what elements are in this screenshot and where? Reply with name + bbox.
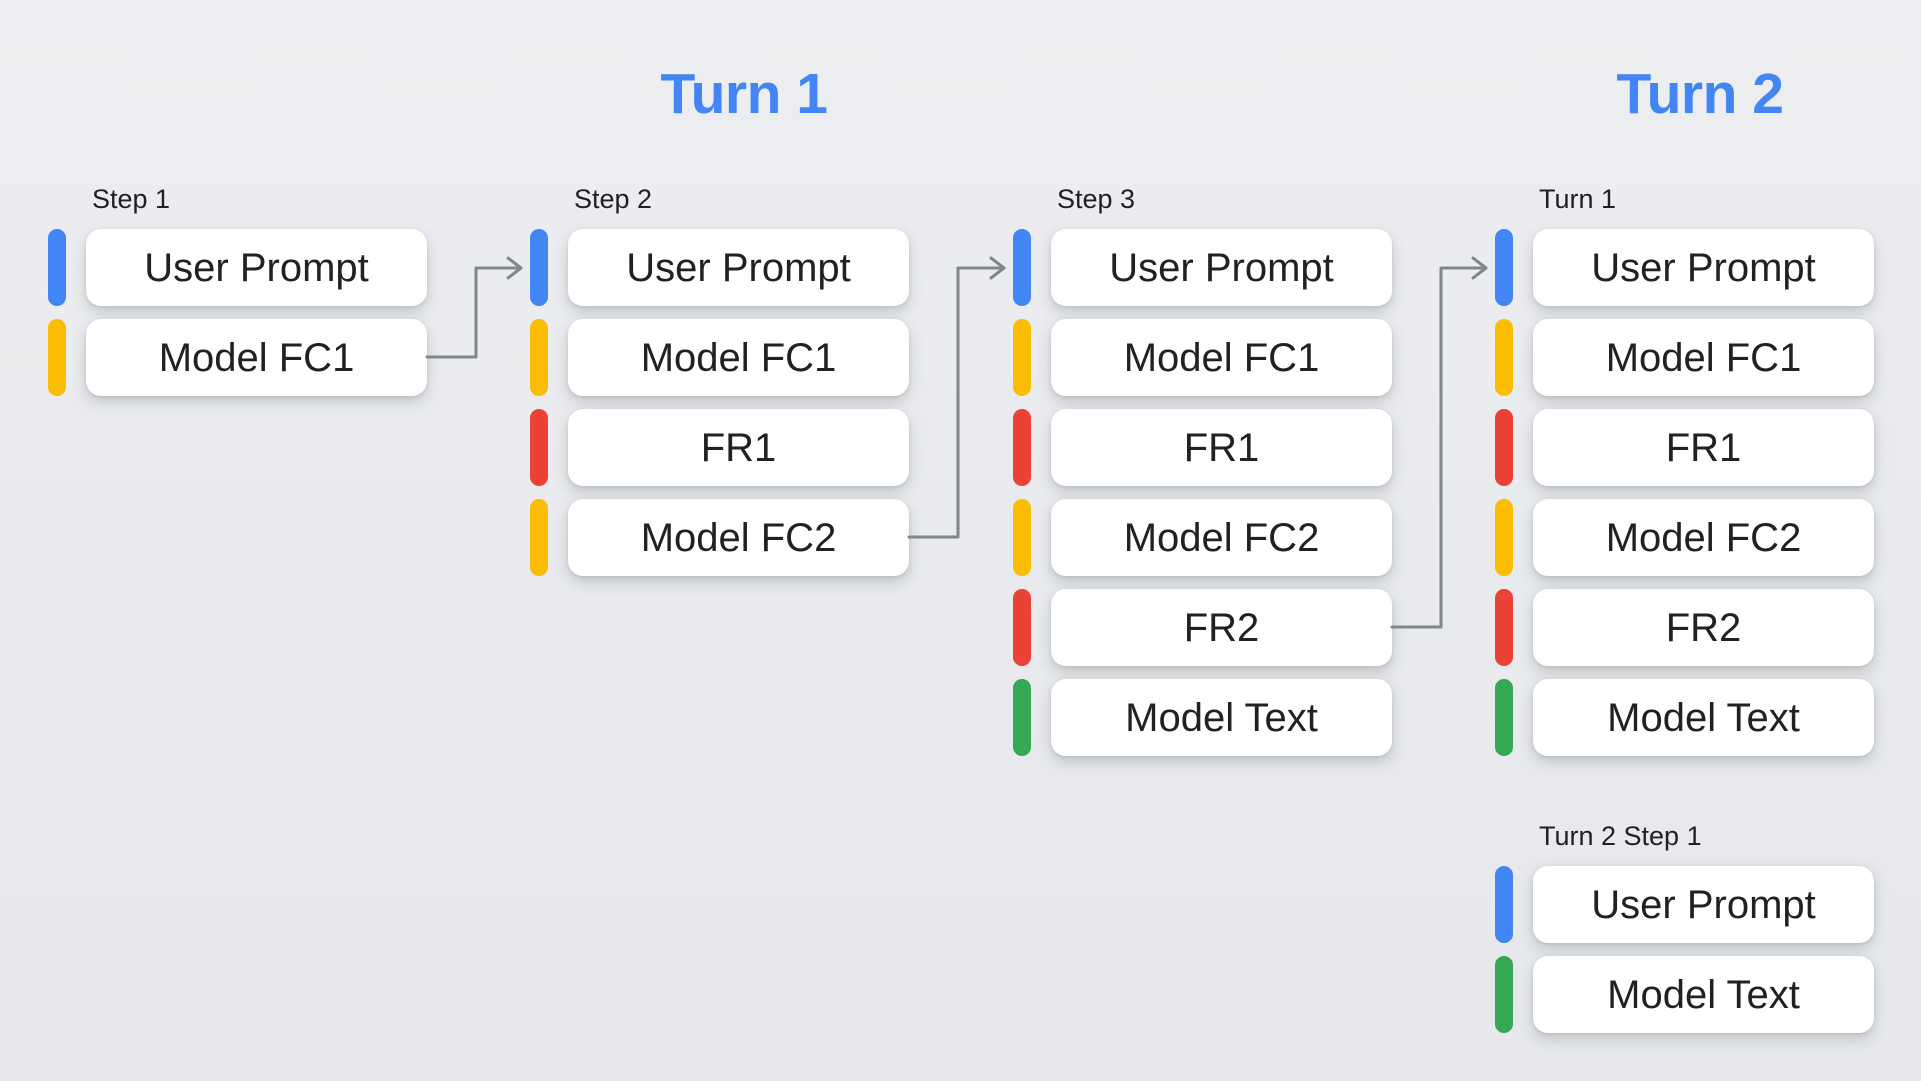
column-label: Step 2	[574, 184, 653, 214]
box-model-text: Model Text	[1051, 679, 1392, 756]
model-fc-bar	[1013, 319, 1031, 396]
model-fc-bar	[530, 499, 548, 576]
arrow-step3-to-turn1	[1390, 256, 1488, 629]
model-fc-bar	[530, 319, 548, 396]
column-turn-1-context: Turn 1 User Prompt Model FC1 FR1 Model F…	[1495, 186, 1874, 769]
user-prompt-bar	[1013, 229, 1031, 306]
box-model-fc1: Model FC1	[568, 319, 909, 396]
user-prompt-bar	[1495, 866, 1513, 943]
model-fc-bar	[1495, 499, 1513, 576]
diagram-row: User Prompt	[1013, 229, 1392, 306]
user-prompt-bar	[1495, 229, 1513, 306]
function-response-bar	[1013, 589, 1031, 666]
box-model-text: Model Text	[1533, 679, 1874, 756]
column-label: Step 1	[92, 184, 171, 214]
column-label: Step 3	[1057, 184, 1136, 214]
function-response-bar	[1013, 409, 1031, 486]
box-fr1: FR1	[1051, 409, 1392, 486]
diagram-row: User Prompt	[1495, 866, 1874, 943]
box-model-fc2: Model FC2	[1533, 499, 1874, 576]
diagram-row: Model Text	[1013, 679, 1392, 756]
user-prompt-bar	[48, 229, 66, 306]
box-user-prompt: User Prompt	[1051, 229, 1392, 306]
arrow-step2-to-step3	[907, 256, 1006, 539]
box-fr2: FR2	[1533, 589, 1874, 666]
box-user-prompt: User Prompt	[568, 229, 909, 306]
box-model-fc1: Model FC1	[86, 319, 427, 396]
model-text-bar	[1495, 679, 1513, 756]
box-model-fc1: Model FC1	[1051, 319, 1392, 396]
function-response-bar	[1495, 589, 1513, 666]
diagram-row: FR2	[1013, 589, 1392, 666]
model-text-bar	[1013, 679, 1031, 756]
arrow-step1-to-step2	[425, 256, 523, 359]
column-step-3: Step 3 User Prompt Model FC1 FR1 Model F…	[1013, 186, 1392, 769]
function-response-bar	[1495, 409, 1513, 486]
user-prompt-bar	[530, 229, 548, 306]
diagram-row: FR1	[1013, 409, 1392, 486]
box-model-fc2: Model FC2	[568, 499, 909, 576]
model-fc-bar	[1495, 319, 1513, 396]
box-user-prompt: User Prompt	[86, 229, 427, 306]
box-fr1: FR1	[1533, 409, 1874, 486]
diagram-row: Model FC2	[1013, 499, 1392, 576]
function-response-bar	[530, 409, 548, 486]
box-model-fc2: Model FC2	[1051, 499, 1392, 576]
diagram-row: Model FC1	[1495, 319, 1874, 396]
model-fc-bar	[1013, 499, 1031, 576]
diagram-row: User Prompt	[530, 229, 909, 306]
box-model-text: Model Text	[1533, 956, 1874, 1033]
column-step-1: Step 1 User Prompt Model FC1	[48, 186, 427, 409]
diagram-row: FR1	[1495, 409, 1874, 486]
diagram-row: Model Text	[1495, 679, 1874, 756]
turn-1-heading: Turn 1	[660, 62, 828, 126]
turn-2-heading: Turn 2	[1616, 62, 1784, 126]
diagram-row: User Prompt	[48, 229, 427, 306]
box-user-prompt: User Prompt	[1533, 866, 1874, 943]
box-model-fc1: Model FC1	[1533, 319, 1874, 396]
diagram-row: Model FC2	[1495, 499, 1874, 576]
diagram-row: Model FC2	[530, 499, 909, 576]
model-fc-bar	[48, 319, 66, 396]
diagram-row: Model Text	[1495, 956, 1874, 1033]
model-text-bar	[1495, 956, 1513, 1033]
column-turn-2-step-1: Turn 2 Step 1 User Prompt Model Text	[1495, 823, 1874, 1046]
column-label: Turn 2 Step 1	[1539, 821, 1702, 851]
column-step-2: Step 2 User Prompt Model FC1 FR1 Model F…	[530, 186, 909, 589]
box-fr2: FR2	[1051, 589, 1392, 666]
diagram-row: FR1	[530, 409, 909, 486]
diagram-row: FR2	[1495, 589, 1874, 666]
column-label: Turn 1	[1539, 184, 1617, 214]
box-user-prompt: User Prompt	[1533, 229, 1874, 306]
diagram-row: Model FC1	[1013, 319, 1392, 396]
diagram-row: User Prompt	[1495, 229, 1874, 306]
diagram-row: Model FC1	[530, 319, 909, 396]
diagram-row: Model FC1	[48, 319, 427, 396]
box-fr1: FR1	[568, 409, 909, 486]
